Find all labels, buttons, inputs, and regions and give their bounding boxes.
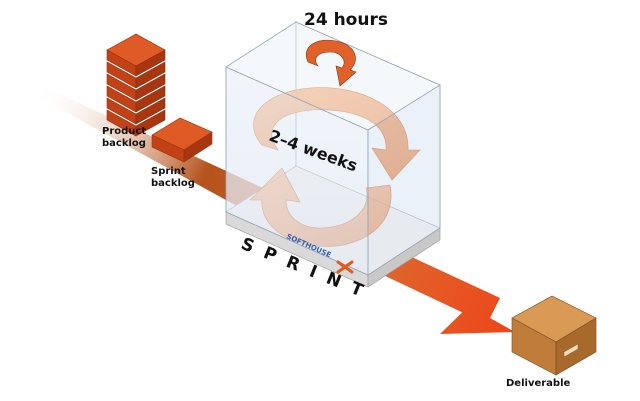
daily-cycle-label: 24 hours <box>304 10 388 30</box>
sprint-backlog-label-1: Sprint <box>151 166 186 177</box>
product-backlog-label-2: backlog <box>102 138 146 149</box>
backlog-item <box>106 61 166 89</box>
backlog-item <box>106 33 166 77</box>
brand-logo-mark <box>336 260 354 274</box>
backlog-item <box>106 85 166 113</box>
backlog-item <box>106 109 166 137</box>
daily-cycle-arrow <box>305 39 357 87</box>
backlog-item <box>106 97 166 125</box>
product-backlog-stack <box>106 33 166 137</box>
sprint-backlog-box <box>151 117 213 163</box>
deliverable-box <box>511 295 597 376</box>
deliverable-label: Deliverable <box>506 378 571 389</box>
backlog-item <box>106 73 166 101</box>
sprint-cube <box>225 21 441 288</box>
product-backlog-label-1: Product <box>102 126 146 137</box>
sprint-backlog-label-2: backlog <box>151 178 195 189</box>
